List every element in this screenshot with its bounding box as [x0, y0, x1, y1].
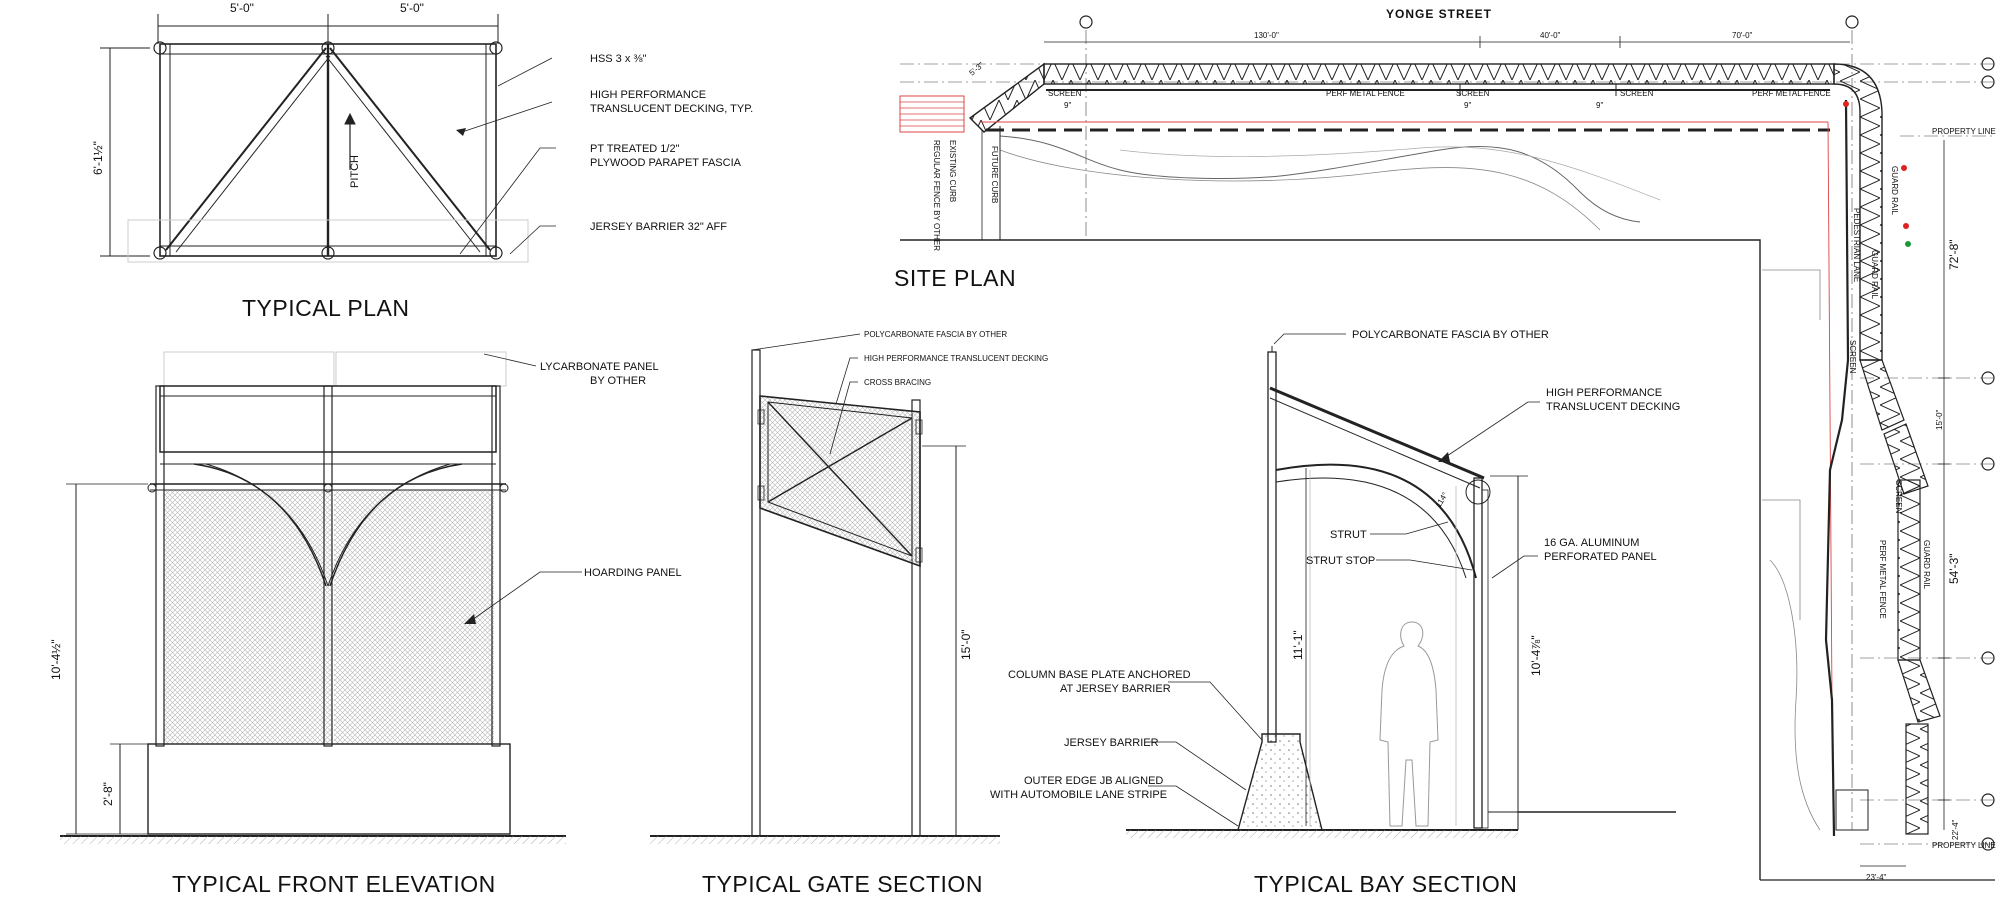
bay-note-aluminum-2: PERFORATED PANEL: [1544, 551, 1657, 563]
gate-section: [650, 333, 1000, 844]
note-lycarbonate-2: BY OTHER: [590, 375, 646, 387]
site-guard-rail-3: GUARD RAIL: [1922, 540, 1931, 589]
site-dim-9-2: 9": [1464, 101, 1471, 110]
site-dim-small: 15'-0": [1935, 409, 1944, 430]
note-hoarding-panel: HOARDING PANEL: [584, 567, 682, 579]
gate-note-decking: HIGH PERFORMANCE TRANSLUCENT DECKING: [864, 354, 1048, 363]
site-guard-rail-1: GUARD RAIL: [1890, 166, 1899, 215]
title-typical-plan: TYPICAL PLAN: [242, 295, 409, 321]
site-plan-text: YONGE STREET 130'-0" 40'-0" 70'-0" 5'-3"…: [894, 7, 1996, 882]
title-bay-section: TYPICAL BAY SECTION: [1254, 871, 1517, 897]
site-screen-2: SCREEN: [1456, 89, 1490, 98]
site-dim-side-3: 22'-4": [1951, 819, 1960, 840]
bay-section: [1126, 333, 1676, 838]
plan-dim-height: 6'-1½": [91, 141, 105, 175]
site-screen-1: SCREEN: [1048, 89, 1082, 98]
plan-dim-left: 5'-0": [230, 1, 254, 15]
bay-note-outer-1: OUTER EDGE JB ALIGNED: [1024, 775, 1163, 787]
site-dim-1: 130'-0": [1254, 31, 1279, 40]
site-screen-5: SCREEN: [1894, 480, 1903, 514]
site-perf-fence-2: PERF METAL FENCE: [1752, 89, 1831, 98]
site-perf-fence-1: PERF METAL FENCE: [1326, 89, 1405, 98]
site-dim-2: 40'-0": [1540, 31, 1561, 40]
elev-dim-base: 2'-8": [101, 782, 115, 806]
title-site-plan: SITE PLAN: [894, 265, 1016, 291]
bay-note-aluminum-1: 16 GA. ALUMINUM: [1544, 537, 1639, 549]
bay-dim-strut: 11'-1": [1291, 630, 1305, 660]
site-future-curb: FUTURE CURB: [990, 146, 999, 203]
bay-note-decking-1: HIGH PERFORMANCE: [1546, 387, 1662, 399]
bay-dim-panel: 10'-4⅞": [1529, 635, 1543, 676]
site-property-line-top: PROPERTY LINE: [1932, 127, 1996, 136]
front-elevation-text: LYCARBONATE PANEL BY OTHER HOARDING PANE…: [49, 361, 682, 897]
gate-section-text: POLYCARBONATE FASCIA BY OTHER HIGH PERFO…: [702, 330, 1048, 897]
front-elevation: [60, 351, 582, 844]
plan-pitch-label: PITCH: [349, 155, 361, 188]
note-lycarbonate-1: LYCARBONATE PANEL: [540, 361, 659, 373]
bay-note-outer-2: WITH AUTOMOBILE LANE STRIPE: [990, 789, 1167, 801]
site-dim-3: 70'-0": [1732, 31, 1753, 40]
bay-section-text: POLYCARBONATE FASCIA BY OTHER HIGH PERFO…: [990, 329, 1680, 897]
site-dim-angle: 5'-3": [968, 60, 986, 77]
plan-dim-right: 5'-0": [400, 1, 424, 15]
gate-dim-height: 15'-0": [959, 629, 973, 660]
bay-note-strut: STRUT: [1330, 529, 1367, 541]
site-guard-rail-2: GUARD RAIL: [1870, 250, 1879, 299]
site-existing-curb: EXISTING CURB: [948, 140, 957, 202]
typical-plan-text: 5'-0" 5'-0" 6'-1½" PITCH HSS 3 x ⅜" HIGH…: [91, 1, 753, 321]
note-decking-1: HIGH PERFORMANCE: [590, 89, 706, 101]
bay-note-decking-2: TRANSLUCENT DECKING: [1546, 401, 1680, 413]
site-screen-4: SCREEN: [1848, 340, 1857, 374]
bay-angle: 114°: [1434, 491, 1450, 509]
note-fascia-1: PT TREATED 1/2": [590, 143, 680, 155]
site-regular-fence: REGULAR FENCE BY OTHER: [932, 140, 941, 251]
site-dim-side-2: 54'-3": [1947, 553, 1961, 584]
note-fascia-2: PLYWOOD PARAPET FASCIA: [590, 157, 742, 169]
bay-note-jersey: JERSEY BARRIER: [1064, 737, 1159, 749]
site-screen-3: SCREEN: [1620, 89, 1654, 98]
bay-note-base-plate-1: COLUMN BASE PLATE ANCHORED: [1008, 669, 1191, 681]
note-decking-2: TRANSLUCENT DECKING, TYP.: [590, 103, 753, 115]
elev-dim-total: 10'-4½": [49, 639, 63, 680]
typical-plan: [100, 14, 556, 263]
note-barrier: JERSEY BARRIER 32" AFF: [590, 221, 727, 233]
title-front-elevation: TYPICAL FRONT ELEVATION: [172, 871, 496, 897]
bay-note-strut-stop: STRUT STOP: [1306, 555, 1375, 567]
site-plan: [899, 15, 1995, 881]
site-dim-9-3: 9": [1596, 101, 1603, 110]
site-dim-bottom: 23'-4": [1866, 873, 1887, 882]
site-dim-9-1: 9": [1064, 101, 1071, 110]
site-property-line-bottom: PROPERTY LINE: [1932, 841, 1996, 850]
title-gate-section: TYPICAL GATE SECTION: [702, 871, 983, 897]
gate-note-fascia: POLYCARBONATE FASCIA BY OTHER: [864, 330, 1007, 339]
site-street-label: YONGE STREET: [1386, 7, 1492, 21]
bay-note-base-plate-2: AT JERSEY BARRIER: [1060, 683, 1171, 695]
site-perf-fence-3: PERF METAL FENCE: [1878, 540, 1887, 619]
note-hss: HSS 3 x ⅜": [590, 53, 647, 65]
bay-note-fascia: POLYCARBONATE FASCIA BY OTHER: [1352, 329, 1549, 341]
gate-note-bracing: CROSS BRACING: [864, 378, 931, 387]
site-pedestrian-lane: PEDESTRIAN LANE: [1852, 208, 1861, 282]
site-dim-side-1: 72'-8": [1947, 239, 1961, 270]
